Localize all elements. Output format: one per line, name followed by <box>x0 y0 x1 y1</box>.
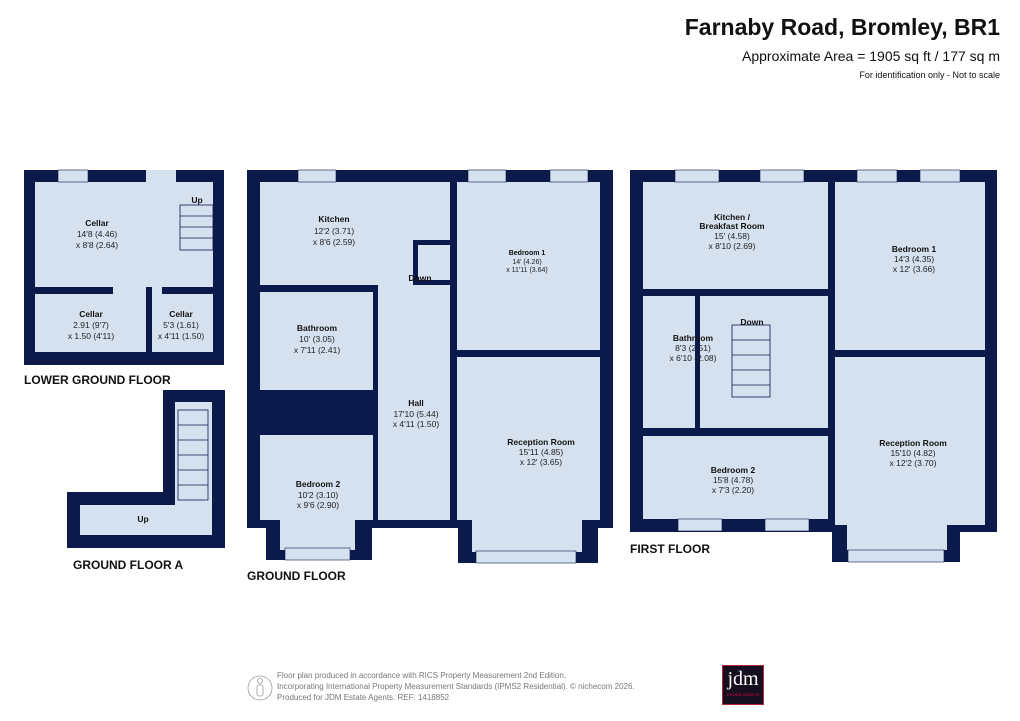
stairs-label: Up <box>191 195 202 205</box>
room-dimension: x 8'6 (2.59) <box>313 237 355 247</box>
stairs-icon <box>731 324 771 398</box>
room-dimension: 12'2 (3.71) <box>314 226 355 236</box>
room-dimension: 15'10 (4.82) <box>890 448 935 458</box>
stairs-icon <box>177 409 209 501</box>
stairs-label: Down <box>740 317 763 327</box>
room-name: Reception Room <box>507 437 575 447</box>
room-dimension: x 7'3 (2.20) <box>712 485 754 495</box>
person-scale-icon <box>247 675 273 701</box>
room-name: Bathroom <box>297 323 338 333</box>
room-dimension: x 6'10 (2.08) <box>670 353 717 363</box>
room-dim: x 8'8 (2.64) <box>76 240 118 250</box>
room-name: Cellar <box>169 309 193 319</box>
room-dimension: 15'11 (4.85) <box>519 447 564 457</box>
stairs-label: Up <box>137 514 148 524</box>
text: Incorporating International Property Mea… <box>277 682 635 691</box>
room-dimension: x 8'10 (2.69) <box>709 241 756 251</box>
property-title: Farnaby Road, Bromley, BR1 <box>684 14 1000 40</box>
room-dimension: x 4'11 (1.50) <box>393 419 440 429</box>
room-dimension: 15' (4.58) <box>714 231 750 241</box>
room-name: Reception Room <box>879 438 947 448</box>
room-dimension: 8'3 (2.51) <box>675 343 711 353</box>
floor-label: GROUND FLOOR A <box>73 558 184 572</box>
room-name: Kitchen / <box>714 212 751 222</box>
stairs-label: Down <box>408 273 431 283</box>
room-dimension: x 12'2 (3.70) <box>890 458 937 468</box>
footer-disclaimer: Floor plan produced in accordance with R… <box>277 670 635 703</box>
text: ESTATE AGENTS <box>726 692 760 697</box>
room-name: Bedroom 2 <box>296 479 341 489</box>
text: Floor plan produced in accordance with R… <box>277 671 567 680</box>
room-name: Kitchen <box>318 214 349 224</box>
room-dim: 2.91 (9'7) <box>73 320 109 330</box>
room-dimension: 10'2 (3.10) <box>298 490 339 500</box>
floor-label: FIRST FLOOR <box>630 542 710 556</box>
room-dimension: x 9'6 (2.90) <box>297 500 339 510</box>
room-dimension: x 12' (3.66) <box>893 264 935 274</box>
room-dimension: 10' (3.05) <box>299 334 335 344</box>
stairs-icon <box>179 204 214 251</box>
text: Produced for JDM Estate Agents. REF: 141… <box>277 693 450 702</box>
approximate-area: Approximate Area = 1905 sq ft / 177 sq m <box>742 48 1000 64</box>
room-dim: x 1.50 (4'11) <box>68 331 115 341</box>
room-name: Bedroom 2 <box>711 465 756 475</box>
room-name: Cellar <box>79 309 103 319</box>
room-dimension: 14'3 (4.35) <box>894 254 935 264</box>
ground-floor-plan: Down Kitchen 12'2 (3.71)x 8'6 (2.59) Bath… <box>247 169 613 583</box>
room-dimension: 17'10 (5.44) <box>393 409 438 419</box>
room-dimension: x 7'11 (2.41) <box>294 345 341 355</box>
room-dim: 14'8 (4.46) <box>77 229 118 239</box>
room-name: Hall <box>408 398 424 408</box>
room-name: Bathroom <box>673 333 714 343</box>
text: jdm <box>727 668 759 690</box>
room-dimension: x 12' (3.65) <box>520 457 562 467</box>
floor-label: LOWER GROUND FLOOR <box>24 373 171 387</box>
room-name: Bedroom 1 <box>892 244 937 254</box>
scale-note: For identification only - Not to scale <box>859 70 1000 80</box>
ground-floor-a-plan: Up GROUND FLOOR A <box>67 390 225 572</box>
room-name: Breakfast Room <box>699 221 765 231</box>
room-name: Cellar <box>85 218 109 228</box>
room-dim: x 4'11 (1.50) <box>158 331 205 341</box>
lower-ground-floor-plan: Up Cellar 14'8 (4.46) x 8'8 (2.64) Cella… <box>24 169 224 387</box>
room-dimension: 15'8 (4.78) <box>713 475 754 485</box>
room-name: Bedroom 1 <box>509 250 546 257</box>
jdm-logo: jdm ESTATE AGENTS <box>722 665 764 705</box>
room-dim: 5'3 (1.61) <box>163 320 199 330</box>
floor-label: GROUND FLOOR <box>247 569 346 583</box>
room-dimension: 14' (4.26) <box>512 259 541 266</box>
room-dimension: x 11'11 (3.64) <box>506 267 548 274</box>
